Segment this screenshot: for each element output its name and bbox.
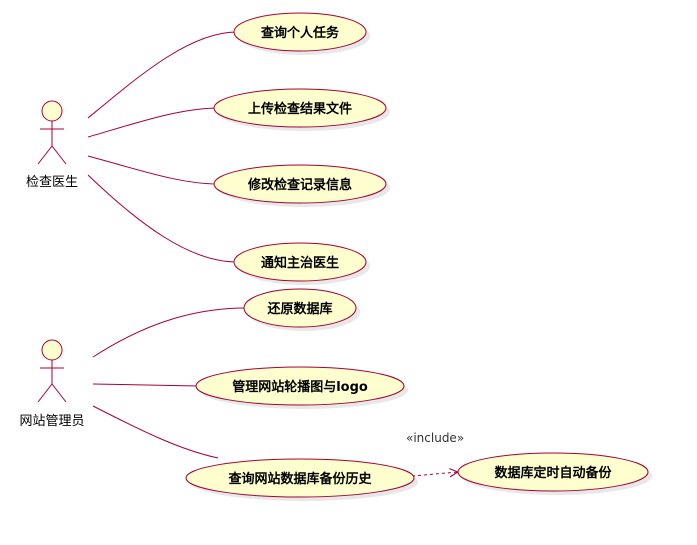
include-label: «include» bbox=[406, 431, 464, 445]
use-case-label: 上传检查结果文件 bbox=[248, 101, 352, 117]
use-case-label: 修改检查记录信息 bbox=[247, 177, 352, 193]
use-case-modify-records[interactable]: 修改检查记录信息 bbox=[213, 164, 390, 207]
association-line bbox=[92, 307, 247, 358]
use-case-upload-results[interactable]: 上传检查结果文件 bbox=[213, 88, 390, 131]
use-case-label: 通知主治医生 bbox=[261, 255, 339, 271]
association-lines bbox=[87, 31, 247, 459]
actor-label: 检查医生 bbox=[26, 175, 78, 190]
stick-figure-icon bbox=[37, 339, 67, 403]
use-case-label: 查询个人任务 bbox=[260, 25, 340, 41]
association-line bbox=[87, 107, 221, 138]
actor-label: 网站管理员 bbox=[19, 414, 84, 429]
use-case-query-personal-tasks[interactable]: 查询个人任务 bbox=[233, 12, 370, 55]
use-case-label: 数据库定时自动备份 bbox=[494, 465, 612, 481]
use-case-auto-backup[interactable]: 数据库定时自动备份 bbox=[457, 452, 652, 495]
use-case-notify-doctor[interactable]: 通知主治医生 bbox=[233, 242, 370, 285]
association-line bbox=[92, 383, 199, 387]
actor-doctor[interactable]: 检查医生 bbox=[26, 100, 78, 190]
association-line bbox=[92, 405, 219, 459]
association-line bbox=[87, 155, 219, 185]
association-line bbox=[87, 31, 238, 119]
use-case-label: 查询网站数据库备份历史 bbox=[227, 471, 372, 487]
use-case-manage-carousel-logo[interactable]: 管理网站轮播图与logo bbox=[195, 366, 408, 409]
use-case-query-backup-history[interactable]: 查询网站数据库备份历史 bbox=[185, 458, 418, 501]
association-line bbox=[87, 174, 238, 263]
include-dependency: «include» bbox=[406, 431, 464, 476]
stick-figure-icon bbox=[37, 100, 67, 165]
use-case-label: 还原数据库 bbox=[266, 301, 332, 317]
use-case-label: 管理网站轮播图与logo bbox=[232, 379, 368, 395]
actor-admin[interactable]: 网站管理员 bbox=[19, 339, 85, 429]
use-case-restore-database[interactable]: 还原数据库 bbox=[243, 288, 360, 331]
